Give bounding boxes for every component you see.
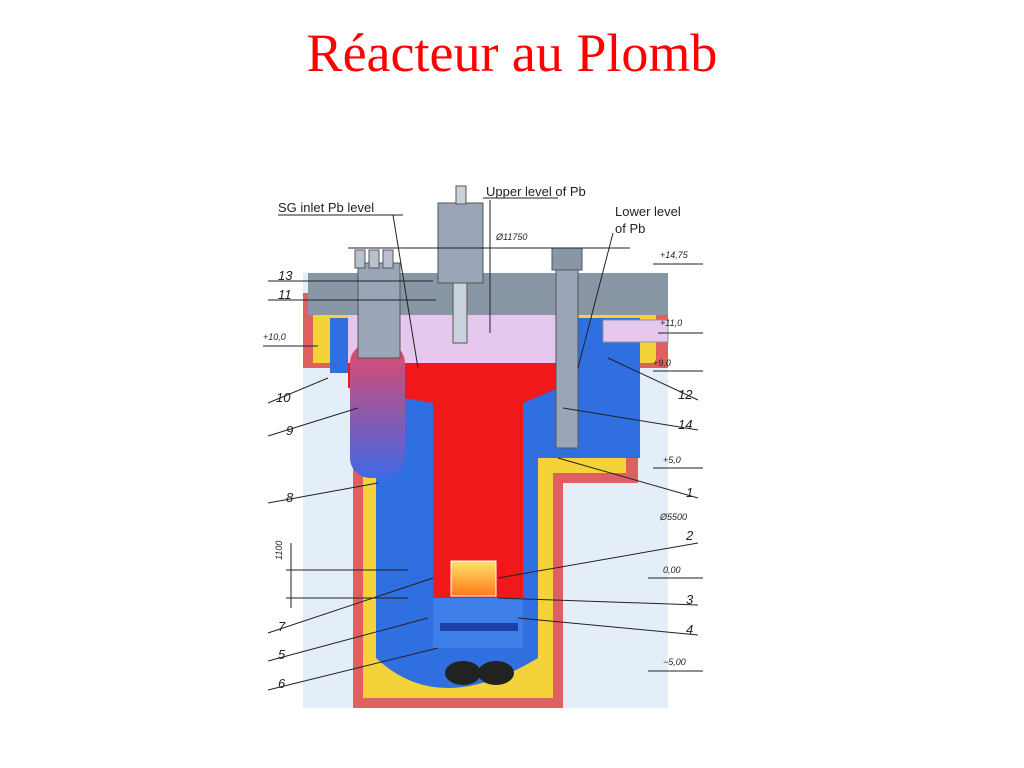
reactor-core <box>450 560 497 597</box>
leader-lines <box>263 197 703 691</box>
core-support-grid <box>440 623 518 631</box>
main-pump-column <box>437 202 484 284</box>
elevation-9-0: +9,0 <box>653 358 671 368</box>
callout-1: 1 <box>686 485 693 500</box>
callout-3: 3 <box>686 592 694 607</box>
sg-nozzle-3 <box>382 249 394 269</box>
main-pump-shaft <box>452 282 468 344</box>
elevation-14-75: +14,75 <box>660 250 689 260</box>
sg-nozzle-1 <box>354 249 366 269</box>
label-upper-level: Upper level of Pb <box>486 184 586 199</box>
page-title: Réacteur au Plomb <box>306 23 718 83</box>
callout-13: 13 <box>278 268 293 283</box>
callout-5: 5 <box>278 647 286 662</box>
lower-support-right <box>478 661 514 685</box>
callout-8: 8 <box>286 490 294 505</box>
elevation-11-0: +11,0 <box>660 318 682 328</box>
reactor-diagram: SG inlet Pb level Upper level of Pb Lowe… <box>263 184 703 708</box>
elevation-5-0: +5,0 <box>663 455 681 465</box>
label-diameter-mid: Ø5500 <box>659 512 687 522</box>
fuel-handling-cap <box>551 247 583 271</box>
label-sg-inlet: SG inlet Pb level <box>278 200 374 215</box>
callout-7: 7 <box>278 619 286 634</box>
lower-support-left <box>445 661 481 685</box>
side-duct <box>602 319 669 343</box>
label-diameter-top: Ø11750 <box>495 232 527 242</box>
label-lower-level-2: of Pb <box>615 221 645 236</box>
steam-generator-body <box>357 262 401 359</box>
callout-9: 9 <box>286 423 293 438</box>
label-lower-level-1: Lower level <box>615 204 681 219</box>
hot-lead-plenum <box>348 363 558 598</box>
main-pump-top <box>455 185 467 205</box>
elevation-minus-5-00: −5,00 <box>663 657 686 667</box>
sg-nozzle-2 <box>368 249 380 269</box>
callout-6: 6 <box>278 676 286 691</box>
label-dim-1100: 1100 <box>274 541 284 560</box>
callout-14: 14 <box>678 417 692 432</box>
callout-10: 10 <box>276 390 291 405</box>
callout-12: 12 <box>678 387 693 402</box>
callout-11: 11 <box>278 287 292 302</box>
fuel-handling-tube <box>555 247 579 449</box>
callout-2: 2 <box>685 528 694 543</box>
elevation-0-00: 0,00 <box>663 565 681 575</box>
steam-generator-tube-bundle <box>350 343 405 478</box>
callout-4: 4 <box>686 622 693 637</box>
elevation-10-0: +10,0 <box>263 332 286 342</box>
